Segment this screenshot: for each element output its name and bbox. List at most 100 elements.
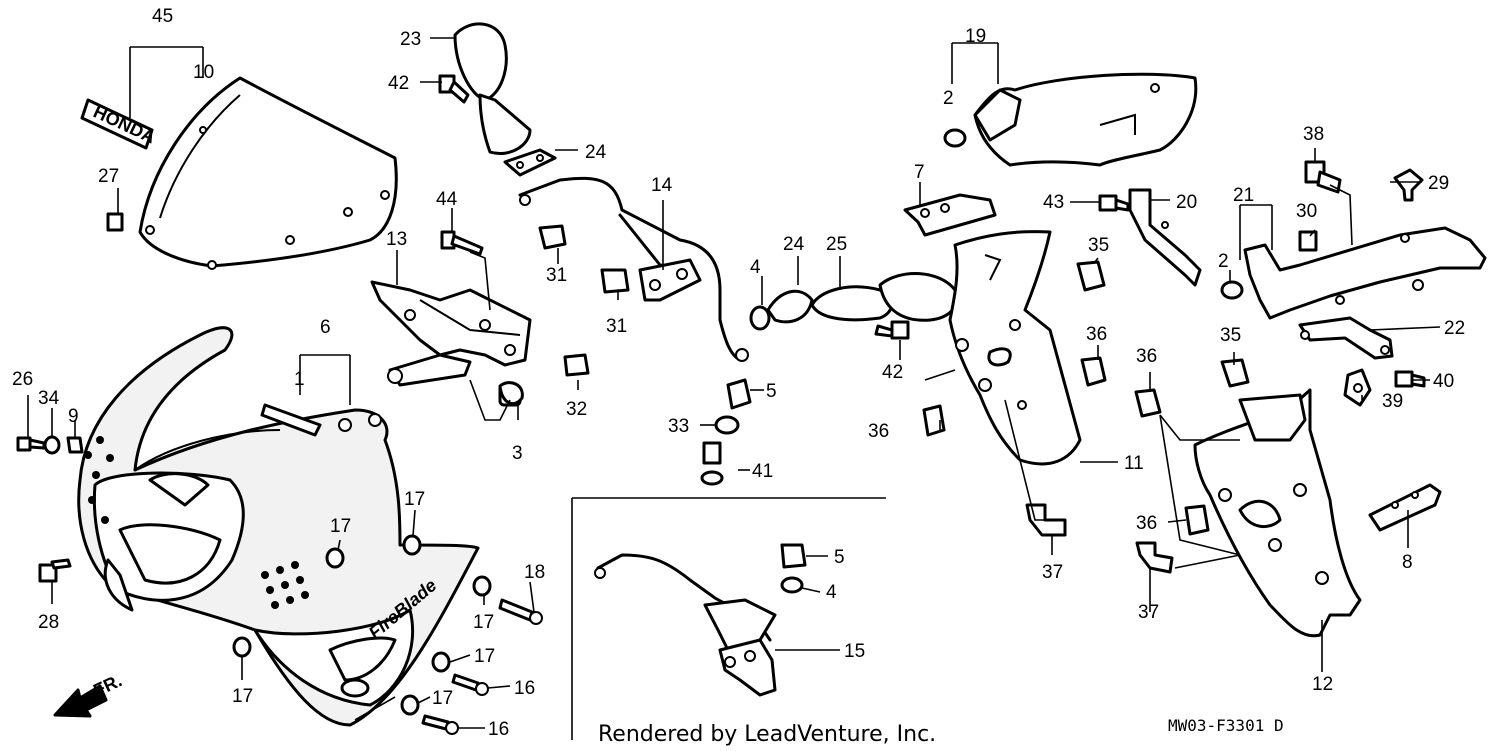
mirror-stay-15 — [594, 553, 777, 697]
callout-17-f: 17 — [232, 686, 253, 707]
mirror-left — [453, 22, 532, 155]
callout-42-right: 42 — [882, 362, 903, 383]
callout-18: 18 — [524, 562, 545, 583]
callout-22: 22 — [1444, 318, 1465, 339]
callout-30: 30 — [1296, 201, 1317, 222]
screw-16b — [421, 714, 459, 735]
callout-17-e: 17 — [432, 688, 453, 709]
callout-41: 41 — [752, 461, 773, 482]
bracket-21 — [1243, 226, 1487, 320]
bolt-26 — [16, 436, 46, 452]
inner-fairing-19 — [973, 72, 1198, 167]
bracket-7 — [903, 193, 997, 237]
clip-36d — [1184, 504, 1210, 536]
callout-1: 1 — [294, 369, 305, 390]
callout-24-top: 24 — [585, 142, 607, 163]
bolt-42-right — [874, 320, 910, 340]
grommet-3 — [498, 381, 524, 406]
bracket-8 — [1368, 483, 1442, 532]
rubber-17d — [431, 651, 451, 673]
callout-17-b: 17 — [404, 489, 425, 510]
callout-31-b: 31 — [606, 316, 627, 337]
cowl-stay — [370, 280, 532, 407]
washer-33 — [714, 415, 740, 435]
callout-8: 8 — [1402, 552, 1413, 573]
nut-9 — [66, 436, 84, 454]
callout-23: 23 — [400, 29, 421, 50]
bolt-2a — [943, 128, 967, 148]
rubber-17b — [402, 534, 422, 556]
honda-screen-emblem: HONDA — [80, 98, 159, 150]
mirror-right — [810, 272, 959, 322]
callout-36-d: 36 — [1136, 513, 1157, 534]
bolt-30 — [1298, 230, 1318, 252]
bolt-42-top — [438, 74, 470, 104]
callout-11: 11 — [1124, 453, 1144, 474]
callout-34: 34 — [38, 388, 60, 409]
clip-36c — [1134, 388, 1162, 418]
nut-31b — [600, 268, 630, 294]
clip-36a — [922, 404, 946, 437]
callout-24-b: 24 — [783, 234, 805, 255]
callout-7: 7 — [914, 162, 925, 183]
callout-35-a: 35 — [1088, 235, 1109, 256]
callout-27: 27 — [98, 166, 119, 187]
callout-29: 29 — [1428, 173, 1449, 194]
callout-10: 10 — [193, 62, 214, 83]
callout-37-a: 37 — [1042, 562, 1063, 583]
callout-39: 39 — [1382, 391, 1403, 412]
inner-panel-11 — [948, 230, 1082, 466]
grommet-5a — [726, 378, 752, 410]
grommet-4b — [780, 576, 804, 594]
callout-4-b: 4 — [826, 582, 837, 603]
callout-5-b: 5 — [834, 547, 845, 568]
windscreen — [113, 76, 398, 270]
callout-16-a: 16 — [514, 678, 535, 699]
front-direction-arrow: FR. — [53, 670, 125, 718]
callout-2-a: 2 — [943, 88, 954, 109]
callout-6: 6 — [320, 317, 331, 338]
callout-37-b: 37 — [1138, 602, 1159, 623]
callout-2-b: 2 — [1218, 251, 1229, 272]
clip-35a — [1076, 260, 1106, 292]
grommet-4a — [749, 305, 771, 331]
callout-20: 20 — [1176, 192, 1197, 213]
bracket-20 — [1128, 188, 1202, 287]
bolt-43 — [1098, 194, 1130, 212]
callout-5-a: 5 — [766, 381, 777, 402]
callouts: 45 10 27 23 42 24 14 44 13 31 31 4 24 25… — [12, 6, 1465, 740]
mirror-cushion-24-top — [503, 148, 557, 177]
render-credit: Rendered by LeadVenture, Inc. — [598, 722, 936, 747]
callout-36-b: 36 — [1086, 324, 1107, 345]
callout-36-c: 36 — [1136, 346, 1157, 367]
callout-44: 44 — [436, 189, 458, 210]
callout-12: 12 — [1312, 674, 1333, 695]
grommet-5b — [780, 543, 807, 569]
screw-29 — [1393, 168, 1424, 202]
clip-36b — [1080, 356, 1107, 387]
screw-16a — [451, 673, 489, 696]
callout-9: 9 — [68, 406, 79, 427]
bolt-2b — [1220, 280, 1244, 300]
callout-43: 43 — [1043, 192, 1064, 213]
bolt-28 — [38, 558, 72, 583]
callout-35-b: 35 — [1220, 325, 1241, 346]
callout-15: 15 — [844, 641, 865, 662]
callout-38: 38 — [1303, 124, 1324, 145]
callout-36-a: 36 — [868, 421, 889, 442]
callout-17-d: 17 — [474, 646, 495, 667]
callout-19: 19 — [965, 26, 986, 47]
callout-31-a: 31 — [546, 265, 567, 286]
callout-33: 33 — [668, 416, 689, 437]
bracket-22 — [1298, 316, 1394, 360]
diagram-code: MW03-F3301 D — [1168, 716, 1284, 735]
callout-45: 45 — [152, 6, 173, 27]
bolt-41 — [700, 441, 724, 486]
callout-28: 28 — [38, 612, 59, 633]
cushion-24b — [766, 289, 814, 324]
cowl-garnish-strip — [260, 403, 322, 437]
mirror-stay-14 — [518, 176, 749, 362]
callout-42-top: 42 — [388, 73, 409, 94]
bolt-44 — [440, 230, 484, 256]
